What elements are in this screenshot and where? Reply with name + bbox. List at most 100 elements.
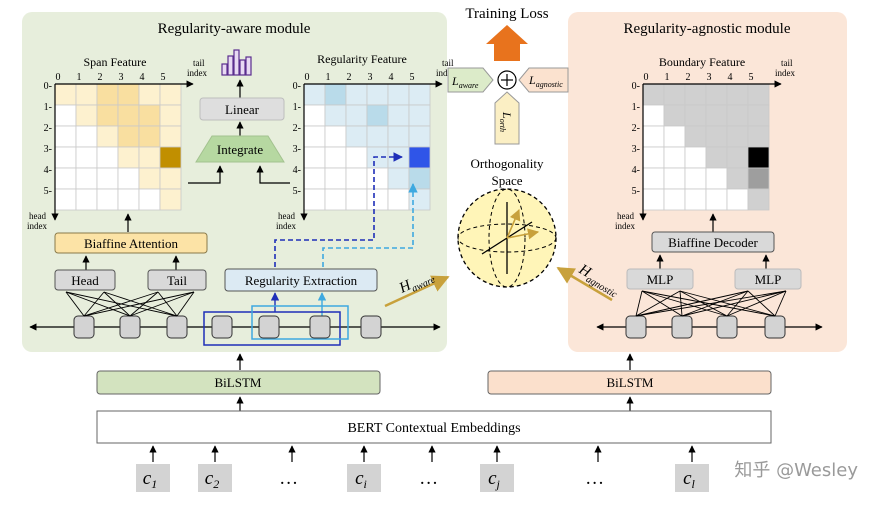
bound-row-tick: 4- [632,165,640,176]
reg-cell [408,188,431,211]
bound-cell [642,83,665,106]
bound-cell [684,188,707,211]
reg-row-tick: 4- [293,165,301,176]
bound-cell [747,188,770,211]
bound-cell [642,146,665,169]
integrate-label: Integrate [217,142,263,157]
span-cell [54,83,77,106]
tail-box [147,269,207,291]
bound-cell [663,167,686,190]
reg-cell [366,188,389,211]
span-head-label: index [27,221,47,231]
span-cell [159,104,182,127]
bound-cell [705,83,728,106]
bound-cell [705,146,728,169]
span-col-tick: 5 [161,72,166,83]
lstm-cell [716,315,738,339]
bound-row-tick: 1- [632,102,640,113]
bound-col-tick: 5 [749,72,754,83]
reg-row-tick: 2- [293,123,301,134]
span-feature-title: Span Feature [84,55,147,69]
token-box [480,464,514,492]
bound-cell [726,125,749,148]
span-row-tick: 0- [44,81,52,92]
token-label: c1 [143,468,157,491]
span-col-tick: 3 [119,72,124,83]
reg-cell [303,167,326,190]
training-loss-title: Training Loss [465,6,548,22]
span-cell [75,83,98,106]
bound-cell [747,125,770,148]
reg-col-tick: 3 [368,72,373,83]
span-tail-label: tail [193,58,205,68]
bound-cell [684,104,707,127]
reg-cell [303,125,326,148]
head-box [54,269,116,291]
bound-cell [663,83,686,106]
biaffine-attention-box [54,232,208,254]
span-cell [96,146,119,169]
reg-row-tick: 3- [293,144,301,155]
reg-cell [387,167,410,190]
biaffine-decoder-label: Biaffine Decoder [668,235,758,250]
bound-cell [726,83,749,106]
reg-cell [303,83,326,106]
lstm-cell [119,315,141,339]
span-cell [75,125,98,148]
mlp-left-label: MLP [647,272,674,287]
token-label: … [281,468,298,489]
span-cell [54,125,77,148]
bound-cell [747,146,770,169]
span-cell [54,188,77,211]
bound-cell [642,167,665,190]
token-label: ci [355,468,367,491]
span-row-tick: 3- [44,144,52,155]
bound-col-tick: 0 [644,72,649,83]
span-cell [96,125,119,148]
span-cell [138,167,161,190]
span-tail-label: index [187,68,207,78]
regularity-extraction-box [224,268,378,292]
agnostic-bilstm-label: BiLSTM [607,375,654,390]
span-cell [96,83,119,106]
orthogonality-title-line2: Space [491,173,522,188]
span-row-tick: 1- [44,102,52,113]
bound-cell [747,167,770,190]
lstm-cell [625,315,647,339]
reg-cell [345,167,368,190]
token-label: cl [683,468,695,491]
regularity-window-blue [203,311,341,346]
reg-cell [366,104,389,127]
orthogonality-title-line1: Orthogonality [471,156,544,171]
watermark: 知乎 @Wesley [734,460,858,481]
reg-cell [345,83,368,106]
reg-col-tick: 2 [347,72,352,83]
bound-cell [747,104,770,127]
lstm-cell [211,315,233,339]
span-cell [75,104,98,127]
lstm-cell [309,315,331,339]
span-cell [159,125,182,148]
span-cell [138,104,161,127]
token-label: … [587,468,604,489]
reg-col-tick: 4 [389,72,394,83]
token-box [136,464,170,492]
reg-cell [303,146,326,169]
span-cell [54,167,77,190]
lstm-cell [166,315,188,339]
token-label: cj [488,468,500,491]
reg-cell [345,146,368,169]
reg-cell [408,83,431,106]
reg-cell [408,104,431,127]
reg-cell [408,125,431,148]
mlp-right-box [734,268,802,290]
reg-cell [387,104,410,127]
l-aware-arrow [447,67,494,93]
biaffine-decoder-box [651,231,775,253]
span-cell [75,146,98,169]
reg-cell [324,83,347,106]
bound-cell [663,146,686,169]
